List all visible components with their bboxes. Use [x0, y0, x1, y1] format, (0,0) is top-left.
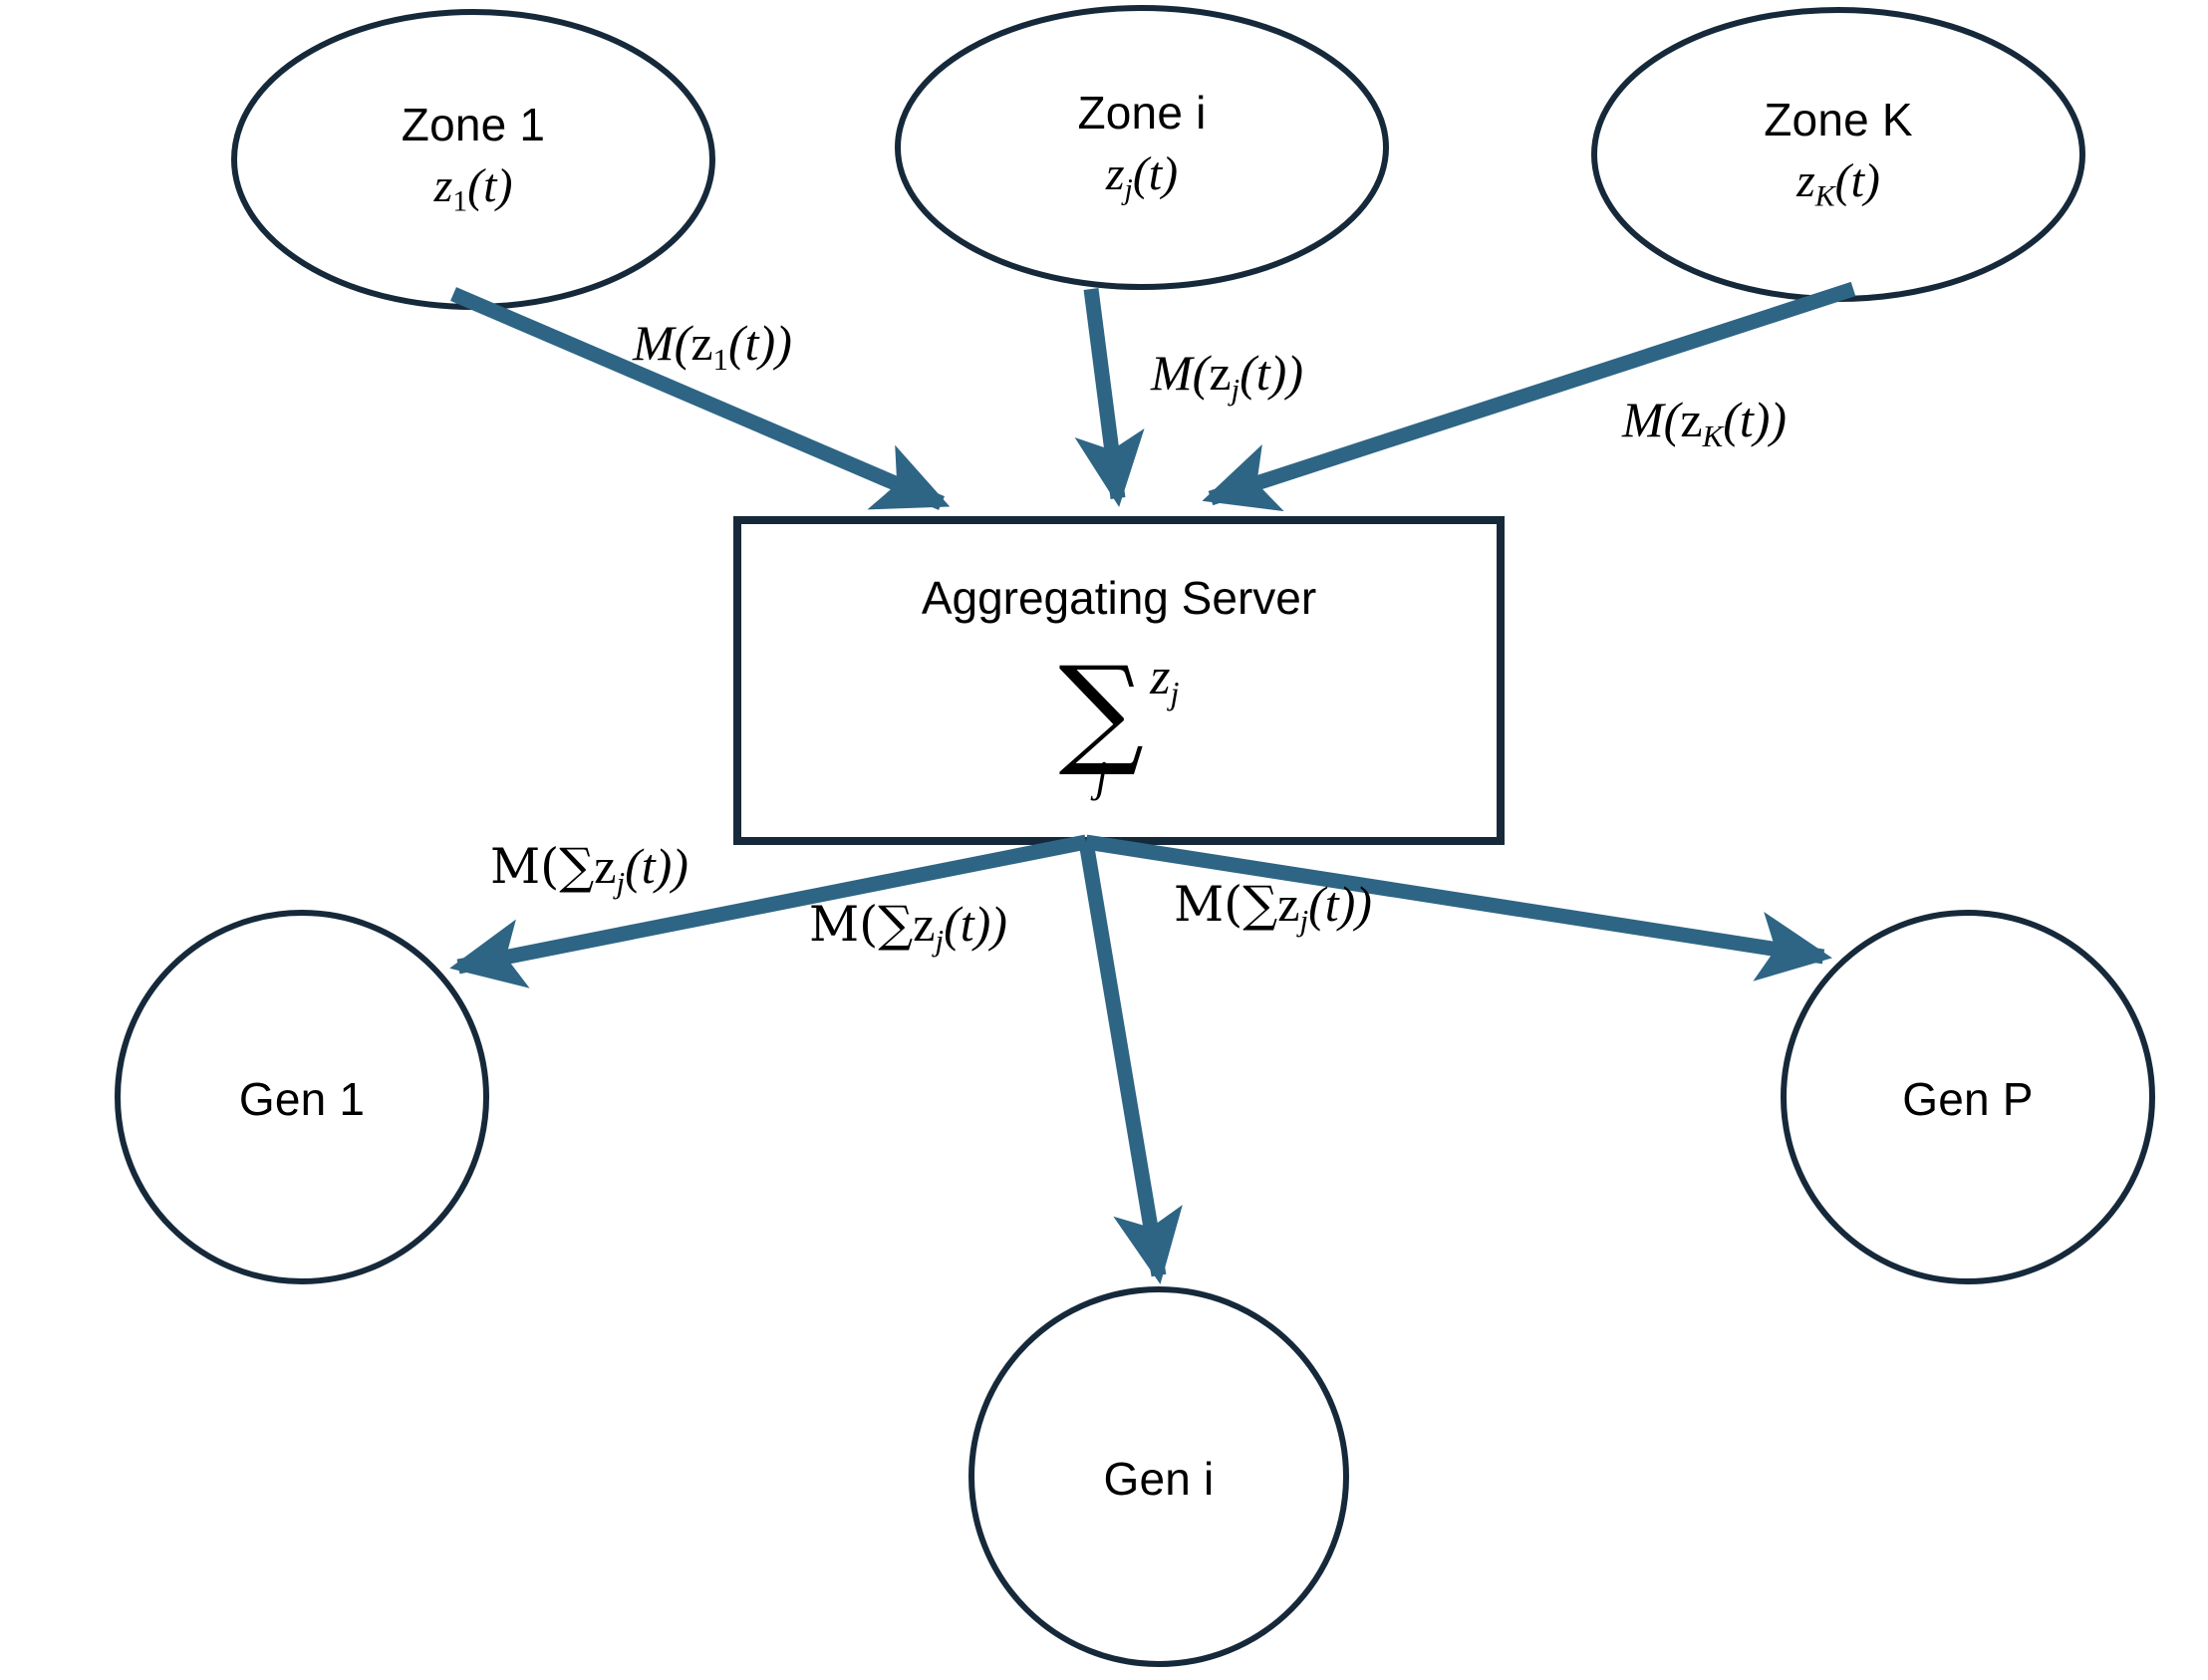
- aggregating-server-shape[interactable]: [733, 516, 1505, 845]
- gen-i-shape[interactable]: [968, 1286, 1349, 1667]
- gen-1-shape[interactable]: [115, 910, 489, 1284]
- edge-zonek-server-line: [1202, 281, 1856, 512]
- summation-operand: zj: [1150, 649, 1180, 711]
- summation-symbol: ∑ j: [1058, 641, 1145, 801]
- edge-server-genp-line: [1084, 834, 1832, 981]
- zone-1-shape[interactable]: [231, 9, 715, 310]
- edge-server-geni-line: [1078, 840, 1183, 1284]
- zone-i-shape[interactable]: [895, 5, 1389, 290]
- gen-p-shape[interactable]: [1781, 910, 2155, 1284]
- zone-k-shape[interactable]: [1591, 7, 2085, 302]
- aggregating-server-formula: ∑ j zj: [737, 641, 1501, 801]
- edge-zone1-server-line: [450, 287, 951, 510]
- edge-zonei-server-line: [1074, 288, 1145, 507]
- edge-server-gen1-line: [449, 834, 1088, 988]
- aggregating-server-title: Aggregating Server: [921, 572, 1317, 624]
